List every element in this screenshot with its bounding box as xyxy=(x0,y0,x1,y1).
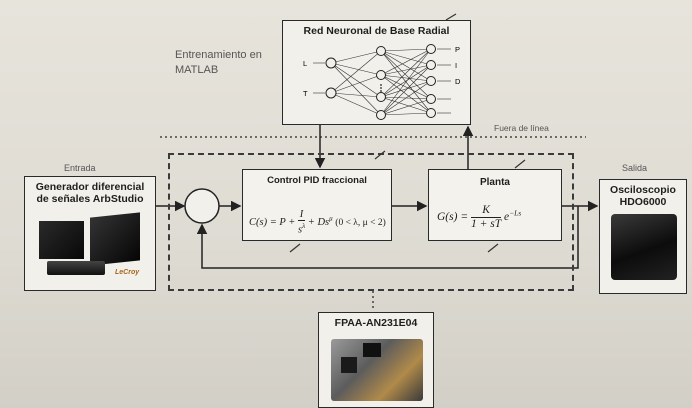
fpaa-chip-image xyxy=(363,343,381,357)
input-node xyxy=(326,88,336,98)
training-label-line: Entrenamiento en xyxy=(175,48,262,63)
nn-output-label: I xyxy=(455,61,457,70)
hidden-node xyxy=(377,71,386,80)
nn-output-label: P xyxy=(455,45,460,54)
fpaa-box: FPAA-AN231E04 xyxy=(318,312,434,408)
rbf-network-box: Red Neuronal de Base Radial xyxy=(282,20,471,125)
signal-generator-box: Generador diferencial de señales ArbStud… xyxy=(24,176,156,291)
output-node xyxy=(427,61,436,70)
oscilloscope-box: Osciloscopio HDO6000 xyxy=(599,179,687,294)
offline-label: Fuera de línea xyxy=(494,123,549,133)
oscilloscope-image xyxy=(611,214,677,280)
plant-title: Planta xyxy=(429,177,561,188)
fpaa-title: FPAA-AN231E04 xyxy=(319,317,433,329)
hidden-node xyxy=(377,47,386,56)
signal-generator-title: Generador diferencial de señales ArbStud… xyxy=(29,181,151,205)
input-section-label: Entrada xyxy=(64,163,96,173)
output-node xyxy=(427,109,436,118)
brand-logo: LeCroy xyxy=(115,269,139,276)
pid-controller-title: Control PID fraccional xyxy=(243,175,391,187)
training-label: Entrenamiento en MATLAB xyxy=(175,48,262,78)
monitor-image xyxy=(39,221,84,259)
nn-input-label: T xyxy=(303,89,308,98)
output-section-label: Salida xyxy=(622,163,647,173)
nn-output-label: D xyxy=(455,77,461,86)
training-label-line: MATLAB xyxy=(175,63,262,78)
output-node xyxy=(427,45,436,54)
oscilloscope-title: Osciloscopio HDO6000 xyxy=(600,184,686,208)
generator-device-image xyxy=(47,261,105,275)
fpaa-chip-image xyxy=(341,357,357,373)
hidden-node xyxy=(377,93,386,102)
input-node xyxy=(326,58,336,68)
output-node xyxy=(427,77,436,86)
output-node xyxy=(427,95,436,104)
monitor-image xyxy=(90,212,140,265)
nn-input-label: L xyxy=(303,59,307,68)
rbf-network-title: Red Neuronal de Base Radial xyxy=(283,25,470,37)
hidden-node xyxy=(377,111,386,120)
network-graph: L T P I D xyxy=(283,41,469,121)
